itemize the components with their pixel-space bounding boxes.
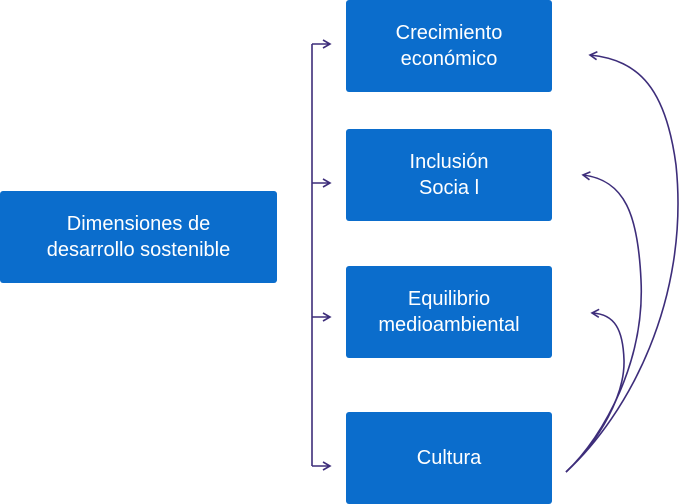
curve-arrow-to-crecimiento — [565, 50, 679, 473]
dimension-label-line-2: Socia l — [418, 177, 480, 199]
dimension-label-line-1: Crecimiento — [395, 22, 503, 44]
dimension-box-equilibrio: Equilibrio medioambiental — [346, 266, 552, 358]
dimension-box-inclusion: Inclusión Socia l — [346, 129, 552, 221]
dimension-label-line-1: Inclusión — [409, 151, 489, 173]
root-label-line-1: Dimensiones de — [66, 213, 211, 235]
dimension-label-line-1: Cultura — [416, 447, 482, 469]
root-label-line-2: desarrollo sostenible — [46, 239, 231, 261]
curve-arrow-to-equilibrio — [565, 308, 625, 473]
dimension-box-cultura: Cultura — [346, 412, 552, 504]
dimension-label-line-2: económico — [400, 48, 498, 70]
dimension-label-line-1: Equilibrio — [407, 288, 491, 310]
dimension-label-line-2: medioambiental — [378, 314, 520, 336]
dimension-box-crecimiento: Crecimiento económico — [346, 0, 552, 92]
curve-arrow-to-inclusion — [565, 171, 643, 473]
root-dimension-box: Dimensiones de desarrollo sostenible — [0, 191, 277, 283]
